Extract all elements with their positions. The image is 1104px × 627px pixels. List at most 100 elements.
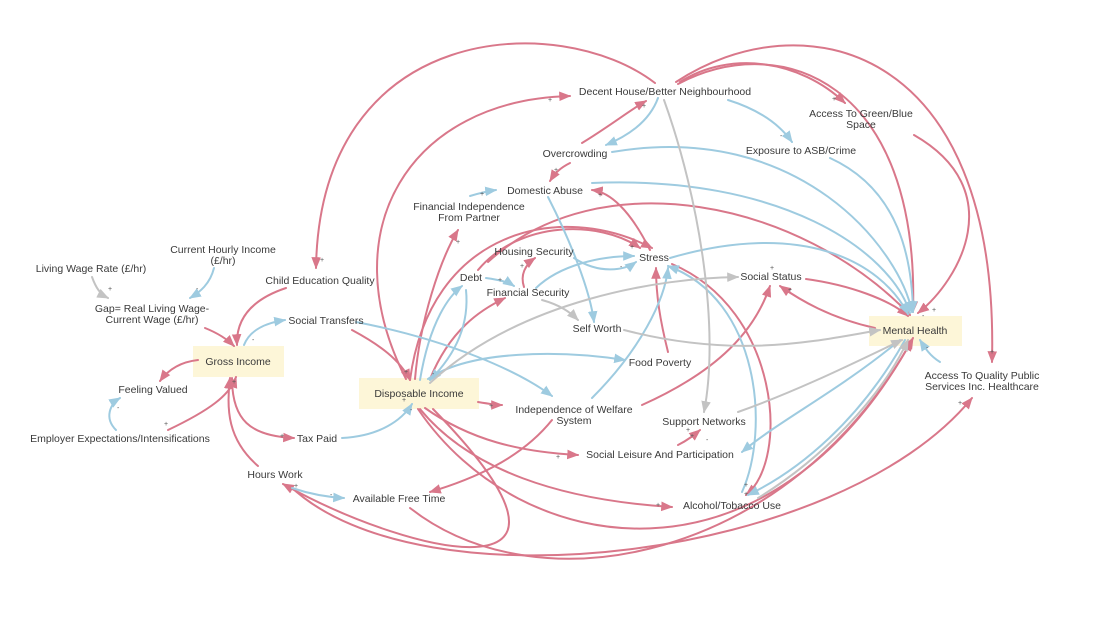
edge-indep-social-status xyxy=(641,284,772,406)
polarity-sign: + xyxy=(232,379,236,386)
polarity-sign: + xyxy=(498,277,502,284)
polarity-sign: + xyxy=(690,433,694,440)
polarity-sign: + xyxy=(320,257,324,264)
node-label-line: System xyxy=(556,415,591,427)
polarity-sign: + xyxy=(402,397,406,404)
node-feeling-valued: Feeling Valued xyxy=(118,384,187,396)
polarity-sign: - xyxy=(926,345,929,352)
node-wage-gap: Gap= Real Living Wage-Current Wage (£/hr… xyxy=(95,303,210,326)
node-housing-security: Housing Security xyxy=(494,246,574,258)
node-alcohol-tobacco: Alcohol/Tobacco Use xyxy=(683,500,781,512)
node-label-line: (£/hr) xyxy=(210,255,235,267)
polarity-sign: + xyxy=(489,403,493,410)
node-food-poverty: Food Poverty xyxy=(629,357,692,369)
node-hours-work: Hours Work xyxy=(247,469,303,481)
edge-mental-social-status xyxy=(779,285,876,329)
node-gross-income: Gross Income xyxy=(205,356,271,368)
polarity-sign: + xyxy=(294,483,298,490)
node-label-line: Housing Security xyxy=(494,246,574,258)
node-child-education-quality: Child Education Quality xyxy=(265,275,375,287)
polarity-sign: + xyxy=(686,427,690,434)
polarity-sign: + xyxy=(788,287,792,294)
edge-disposable-fin-sec xyxy=(429,297,507,380)
polarity-sign: - xyxy=(780,133,783,140)
edge-stress-mental-neg xyxy=(669,242,909,316)
node-label-line: Access To Green/Blue xyxy=(809,108,913,120)
polarity-sign: + xyxy=(656,502,660,509)
polarity-sign: + xyxy=(832,96,836,103)
node-label-line: Employer Expectations/Intensifications xyxy=(30,433,210,445)
node-label-line: Disposable Income xyxy=(374,388,463,400)
node-label-line: Social Leisure And Participation xyxy=(586,449,734,461)
polarity-sign: + xyxy=(548,97,552,104)
polarity-sign: - xyxy=(410,407,413,414)
polarity-sign: + xyxy=(108,286,112,293)
edge-fin-sec-housing xyxy=(521,257,536,288)
node-label-line: Access To Quality Public xyxy=(925,370,1040,382)
edge-decent-house-mental xyxy=(677,63,919,314)
node-label-line: Social Transfers xyxy=(288,315,363,327)
node-financial-security: Financial Security xyxy=(487,287,571,299)
edge-domestic-mental xyxy=(591,181,912,315)
polarity-sign: + xyxy=(480,191,484,198)
node-self-worth: Self Worth xyxy=(573,323,622,335)
edge-hours-public xyxy=(289,397,973,557)
edge-indep-free-time xyxy=(428,419,553,494)
node-overcrowding: Overcrowding xyxy=(543,148,608,160)
edge-disposable-food xyxy=(427,353,627,380)
edge-self-worth-mental xyxy=(623,327,882,347)
edge-disposable-stress xyxy=(409,225,654,381)
edge-domestic-self-worth xyxy=(547,196,598,324)
node-stress: Stress xyxy=(639,252,669,264)
edge-mental-alcohol xyxy=(746,339,906,496)
edge-disposable-indep xyxy=(477,400,504,410)
edge-disposable-debt xyxy=(419,285,463,381)
node-available-free-time: Available Free Time xyxy=(353,493,446,505)
polarity-sign: + xyxy=(164,421,168,428)
polarity-sign: + xyxy=(642,103,646,110)
edge-public-mental xyxy=(919,338,941,363)
node-label-line: Decent House/Better Neighbourhood xyxy=(579,86,751,98)
edge-decent-support xyxy=(663,99,711,414)
edge-decent-house-child-edu xyxy=(311,42,656,270)
node-label-line: Living Wage Rate (£/hr) xyxy=(36,263,147,275)
node-exposure-asb-crime: Exposure to ASB/Crime xyxy=(746,145,856,157)
polarity-sign: - xyxy=(922,313,925,320)
polarity-sign: - xyxy=(330,492,333,499)
edge-overcrowding-decent xyxy=(581,100,648,144)
edge-child-edu-gross xyxy=(231,287,287,347)
polarity-sign: + xyxy=(598,192,602,199)
edge-tax-disposable xyxy=(341,402,413,439)
polarity-sign: + xyxy=(990,349,994,356)
edge-stress-mental xyxy=(487,202,911,316)
polarity-sign: - xyxy=(706,437,709,444)
node-employer-expectations: Employer Expectations/Intensifications xyxy=(30,433,210,445)
node-label-line: Current Hourly Income xyxy=(170,244,276,256)
node-label-line: Services Inc. Healthcare xyxy=(925,381,1039,393)
node-label-line: Mental Health xyxy=(883,325,948,337)
polarity-sign: + xyxy=(280,433,284,440)
edge-social-transfers-indep xyxy=(355,321,553,397)
node-social-transfers: Social Transfers xyxy=(288,315,363,327)
polarity-sign: + xyxy=(958,400,962,407)
node-label-line: Available Free Time xyxy=(353,493,446,505)
polarity-sign: + xyxy=(932,307,936,314)
polarity-sign: - xyxy=(117,405,120,412)
node-label-line: Feeling Valued xyxy=(118,384,187,396)
node-social-status: Social Status xyxy=(740,271,801,283)
node-label-line: Debt xyxy=(460,272,482,284)
edge-hours-free-time xyxy=(291,487,346,503)
node-tax-paid: Tax Paid xyxy=(297,433,337,445)
edge-disposable-decent-house xyxy=(376,91,572,380)
node-decent-house: Decent House/Better Neighbourhood xyxy=(579,86,751,98)
edge-alcohol-mental xyxy=(757,338,909,499)
node-label-line: Food Poverty xyxy=(629,357,692,369)
edge-gross-social-transfers xyxy=(243,316,287,346)
polarity-sign: - xyxy=(620,264,623,271)
edge-disposable-alcohol xyxy=(419,408,674,512)
edge-debt-stress xyxy=(477,228,641,271)
